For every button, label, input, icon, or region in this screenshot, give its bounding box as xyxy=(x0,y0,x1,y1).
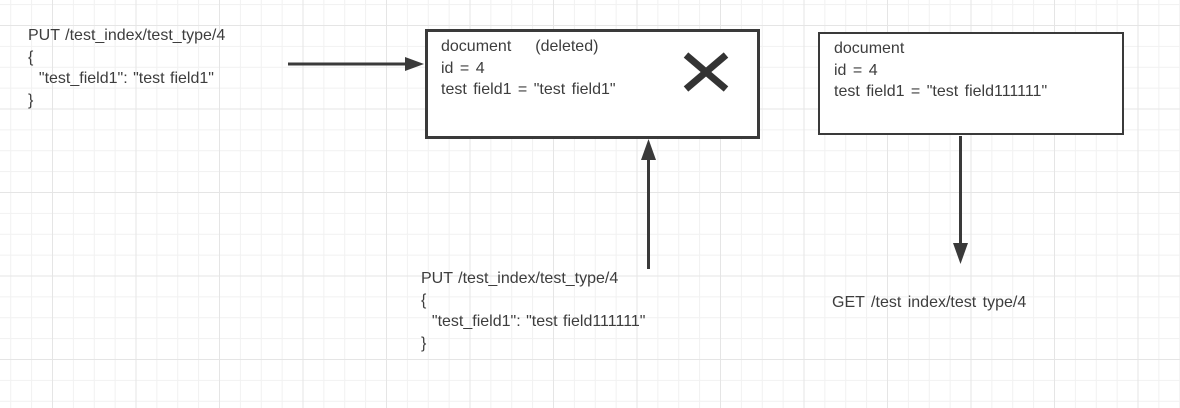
code-line: } xyxy=(421,334,427,352)
put-update-request: PUT /test_index/test_type/4 { "test_field… xyxy=(421,268,645,354)
document-title: document xyxy=(441,38,512,55)
code-line: PUT /test_index/test_type/4 xyxy=(421,270,619,287)
delete-x-icon xyxy=(683,52,729,92)
code-line: } xyxy=(28,91,34,109)
code-line: "test_field1": "test field1" xyxy=(28,70,214,87)
current-document-box: document id = 4 test field1 = "test fiel… xyxy=(818,32,1124,135)
up-arrow-icon xyxy=(641,139,656,269)
code-line: { xyxy=(421,291,427,309)
deleted-status: (deleted) xyxy=(535,38,599,55)
code-line: "test_field1": "test field111111" xyxy=(421,313,646,330)
deleted-document-box: document (deleted) id = 4 test field1 = "… xyxy=(425,29,760,139)
right-arrow-icon xyxy=(288,57,424,71)
code-line: { xyxy=(28,48,34,66)
document-title-row: document (deleted) xyxy=(441,36,757,58)
document-field-line: test field1 = "test field1" xyxy=(441,81,616,98)
get-request-label: GET /test index/test type/4 xyxy=(832,294,1027,311)
document-id-line: id = 4 xyxy=(441,59,485,77)
put-initial-request: PUT /test_index/test_type/4 { "test_field… xyxy=(28,25,225,111)
document-title: document xyxy=(834,40,905,57)
document-id-line: id = 4 xyxy=(834,61,878,79)
down-arrow-icon xyxy=(953,136,968,264)
document-field-line: test field1 = "test field111111" xyxy=(834,83,1048,100)
code-line: PUT /test_index/test_type/4 xyxy=(28,27,226,44)
